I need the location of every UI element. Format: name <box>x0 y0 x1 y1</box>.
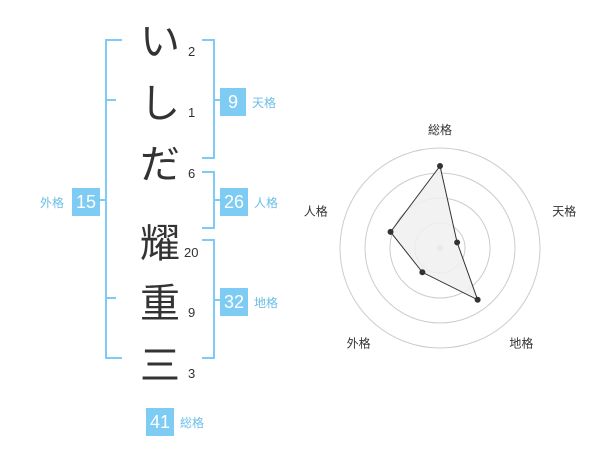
gaikaku-label: 外格 <box>40 196 65 210</box>
gaikaku-bracket <box>105 39 122 359</box>
stroke-count-6: 3 <box>188 366 196 381</box>
jinkaku-badge: 26 <box>220 188 248 216</box>
name-char-1: い <box>140 19 180 65</box>
stroke-count-5: 9 <box>188 305 196 320</box>
jinkaku-label: 人格 <box>254 196 279 210</box>
radar-point-1 <box>437 163 443 169</box>
name-char-3: だ <box>140 142 180 188</box>
stroke-count-2: 1 <box>188 105 196 120</box>
name-char-6: 三 <box>140 343 180 389</box>
gaikaku-badge: 15 <box>72 188 100 216</box>
tenkaku-badge: 9 <box>220 88 246 116</box>
tenkaku-label: 天格 <box>252 96 277 110</box>
tenkaku-bracket <box>202 39 215 159</box>
radar-axis-label-2: 天格 <box>552 204 576 219</box>
radar-point-4 <box>419 269 426 276</box>
radar-point-2 <box>454 239 461 246</box>
name-char-4: 耀 <box>140 221 180 267</box>
name-char-5: 重 <box>140 281 180 327</box>
radar-axis-label-1: 総格 <box>428 122 452 137</box>
jinkaku-bracket <box>202 171 215 229</box>
radar-axis-label-4: 外格 <box>347 335 371 350</box>
name-char-2: し <box>140 81 180 127</box>
stroke-count-4: 20 <box>184 245 199 260</box>
radar-point-5 <box>387 228 394 235</box>
radar-axis-label-5: 人格 <box>304 204 328 219</box>
chikaku-bracket <box>202 239 215 359</box>
stroke-count-3: 6 <box>188 166 196 181</box>
radar-ring-4 <box>339 147 541 349</box>
radar-area <box>389 164 479 301</box>
soukaku-label: 総格 <box>180 416 205 430</box>
soukaku-badge: 41 <box>146 408 174 436</box>
chikaku-badge: 32 <box>220 288 248 316</box>
radar-point-3 <box>474 296 481 303</box>
radar-axis-label-3: 地格 <box>509 335 533 350</box>
chikaku-label: 地格 <box>254 296 279 310</box>
stroke-count-1: 2 <box>188 44 196 59</box>
